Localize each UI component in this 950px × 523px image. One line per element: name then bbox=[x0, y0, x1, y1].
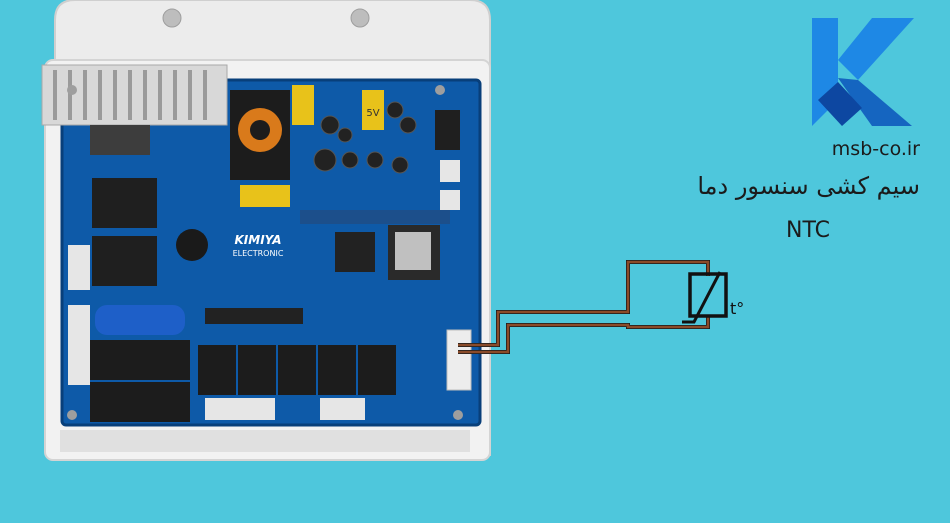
ntc-thermistor-symbol bbox=[688, 272, 728, 318]
brand-logo-icon bbox=[812, 18, 914, 126]
thermistor-temperature-label: t° bbox=[730, 299, 744, 318]
site-url: msb-co.ir bbox=[831, 138, 920, 160]
sensor-wire-2-jacket bbox=[458, 315, 710, 354]
controller-board-illustration: 5V KIMIYA ELECTRONIC bbox=[41, 0, 491, 461]
sensor-wire-1 bbox=[458, 260, 710, 347]
diagram-title: سیم کشی سنسور دما bbox=[697, 172, 920, 200]
sensor-type-label: NTC bbox=[786, 218, 830, 243]
sensor-wire-1-jacket bbox=[458, 260, 710, 347]
board-logo-line2: ELECTRONIC bbox=[233, 249, 284, 258]
regulator-label: 5V bbox=[366, 108, 379, 119]
board-logo-line1: KIMIYA bbox=[235, 233, 282, 247]
